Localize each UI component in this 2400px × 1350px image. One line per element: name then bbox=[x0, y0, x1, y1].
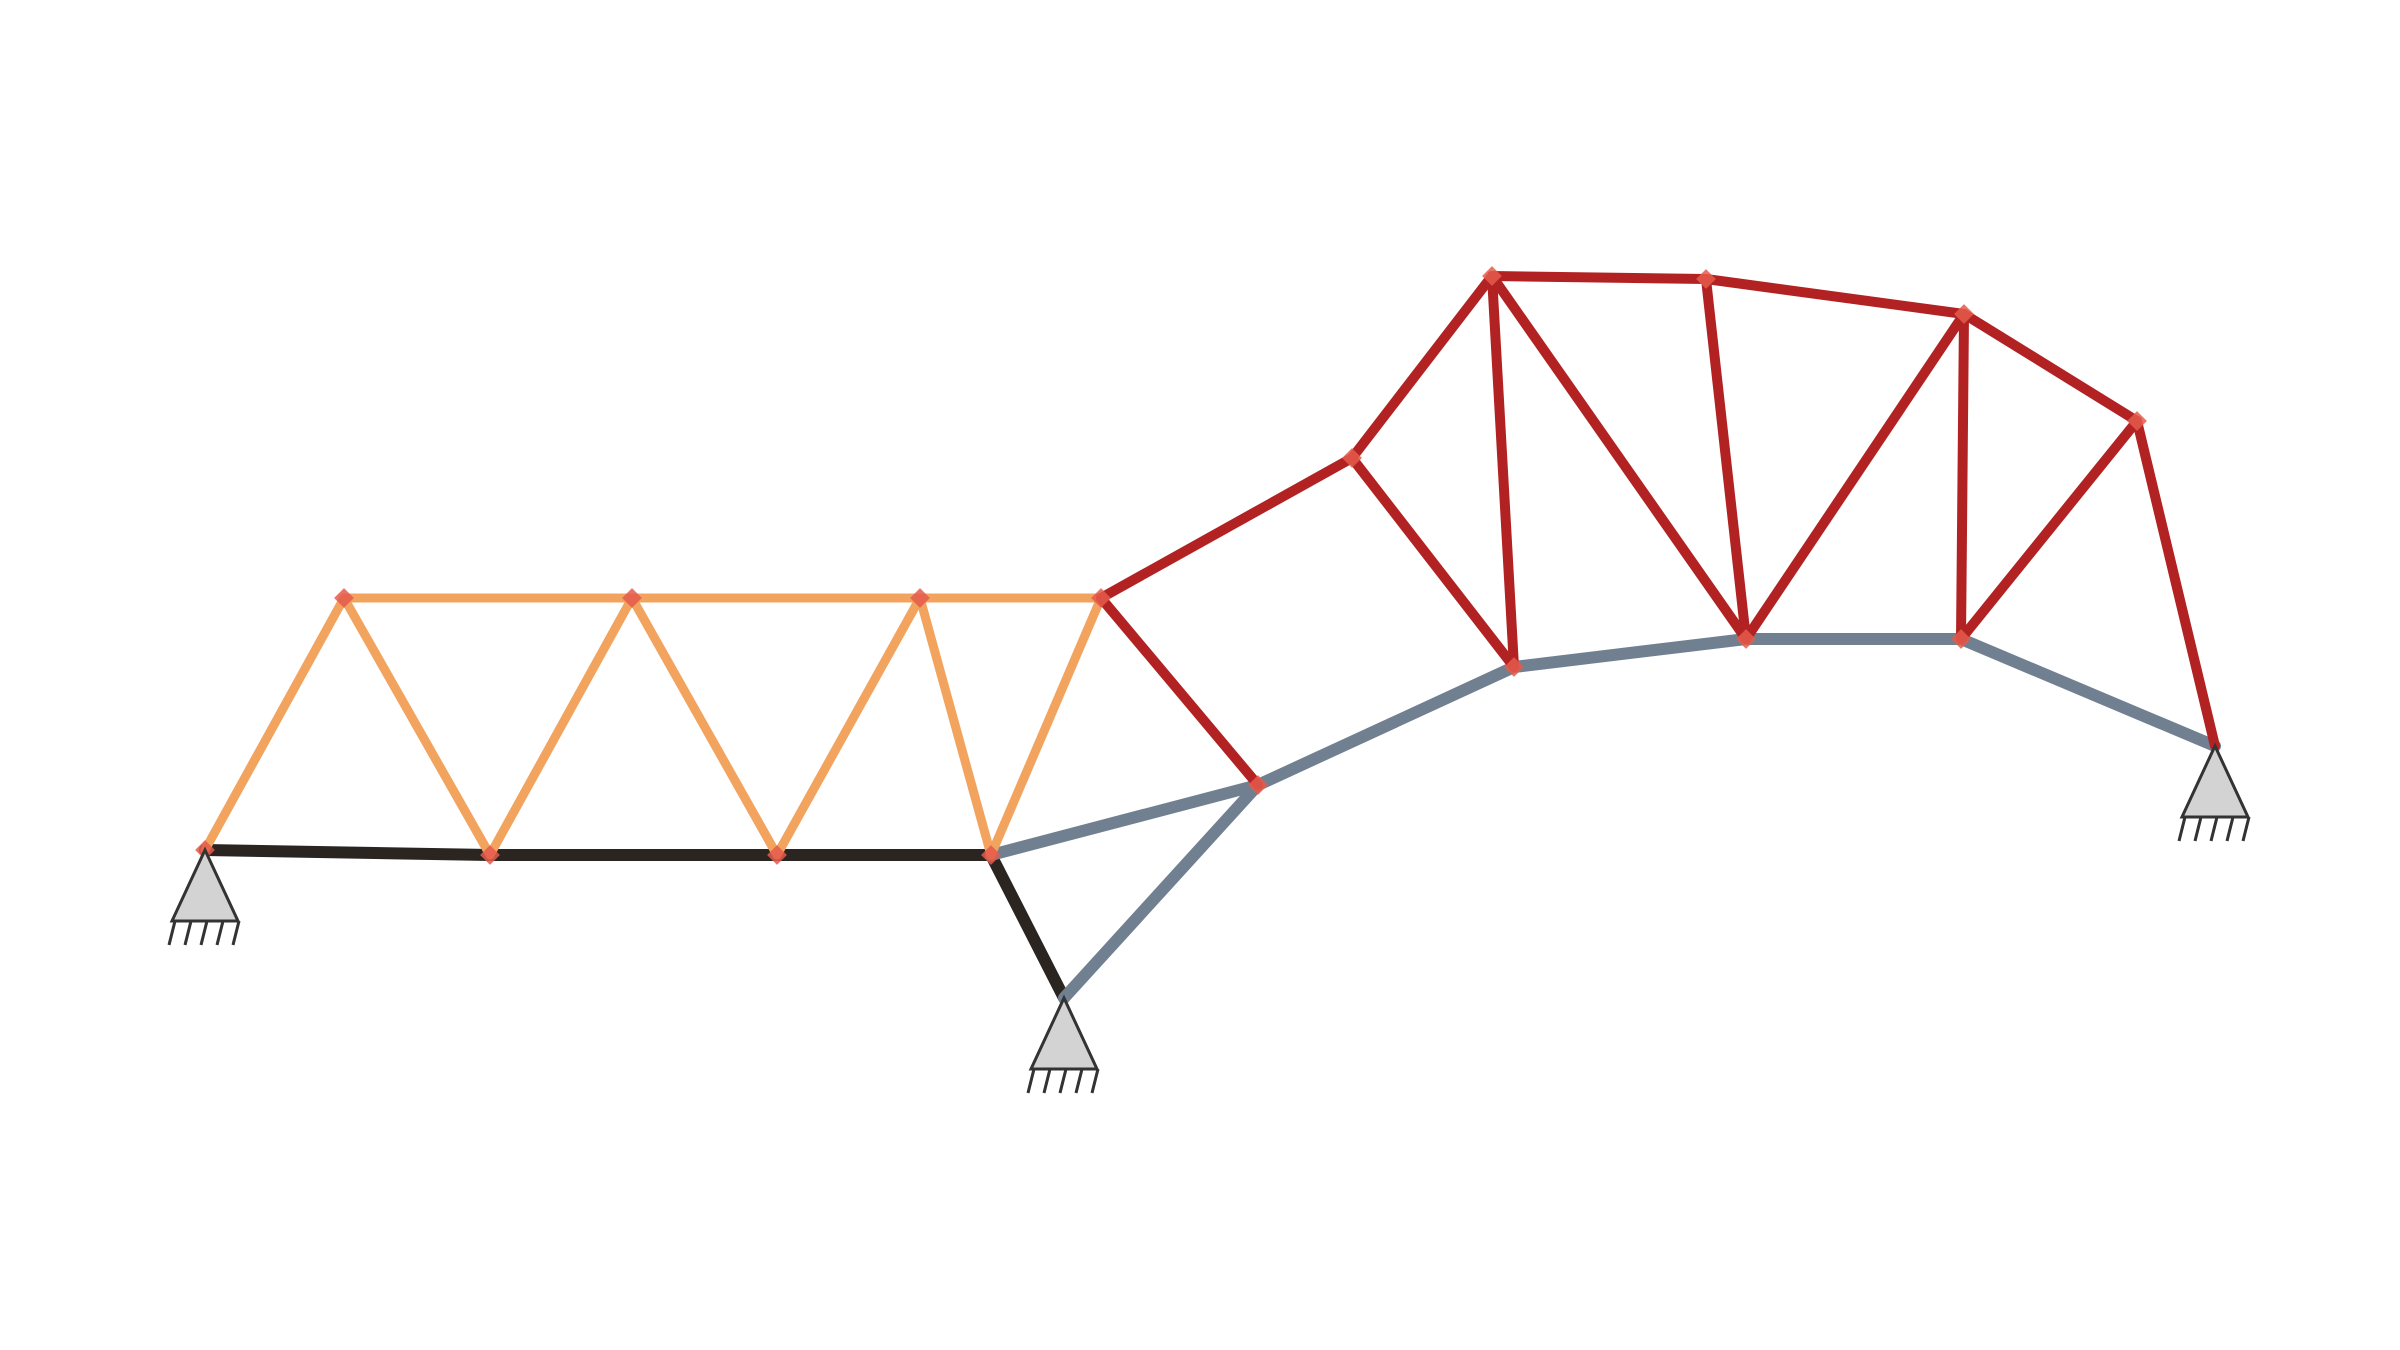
support-left-triangle bbox=[169, 846, 241, 923]
joint-marker-r5 bbox=[2127, 411, 2147, 431]
support-middle-hatch-4 bbox=[1074, 1068, 1084, 1094]
support-right-triangle bbox=[2179, 742, 2251, 819]
joint-marker-t3 bbox=[910, 588, 930, 608]
joint-marker-b1 bbox=[480, 845, 500, 865]
red-member-7 bbox=[1096, 593, 1263, 790]
joint-marker-t2 bbox=[622, 588, 642, 608]
orange-members-group bbox=[200, 593, 1106, 860]
red-member-10 bbox=[1487, 271, 1751, 644]
joint-marker-r4 bbox=[1954, 304, 1974, 324]
red-members-group bbox=[1096, 271, 2220, 790]
gray-member-3 bbox=[1252, 661, 1520, 791]
joint-marker-r2 bbox=[1482, 266, 1502, 286]
black-member-1 bbox=[199, 844, 496, 861]
support-middle-triangle bbox=[1028, 994, 1100, 1071]
support-right-hatch-2 bbox=[2193, 816, 2203, 842]
support-right-hatch-1 bbox=[2177, 816, 2187, 842]
support-middle-hatch-1 bbox=[1026, 1068, 1036, 1094]
support-left-hatch-2 bbox=[183, 920, 193, 946]
joint-marker-l1 bbox=[1504, 657, 1524, 677]
red-member-2 bbox=[1347, 271, 1497, 463]
support-right-hatch-4 bbox=[2225, 816, 2235, 842]
orange-member-2 bbox=[339, 593, 495, 860]
red-member-1 bbox=[1096, 453, 1357, 603]
gray-members-group bbox=[985, 633, 2221, 1004]
black-members-group bbox=[199, 844, 1070, 1004]
orange-member-3 bbox=[485, 593, 637, 860]
red-member-9 bbox=[1487, 271, 1519, 672]
support-left-hatch-1 bbox=[167, 920, 177, 946]
red-member-6 bbox=[2132, 416, 2220, 751]
red-member-12 bbox=[1741, 309, 1969, 644]
red-member-13 bbox=[1956, 309, 1969, 644]
red-member-4 bbox=[1701, 274, 1969, 319]
support-right-hatch-3 bbox=[2209, 816, 2219, 842]
support-left-hatch-4 bbox=[215, 920, 225, 946]
support-left-hatch-5 bbox=[231, 920, 241, 946]
support-middle bbox=[1026, 994, 1100, 1094]
joint-marker-t1 bbox=[334, 588, 354, 608]
orange-member-5 bbox=[772, 593, 925, 860]
support-middle-hatch-5 bbox=[1090, 1068, 1100, 1094]
support-left-hatch-3 bbox=[199, 920, 209, 946]
joint-marker-g1 bbox=[1248, 775, 1268, 795]
joint-marker-l2 bbox=[1736, 629, 1756, 649]
joint-marker-r3 bbox=[1696, 269, 1716, 289]
support-right bbox=[2177, 742, 2251, 842]
support-left bbox=[167, 846, 241, 946]
gray-member-4 bbox=[1508, 633, 1752, 673]
red-member-8 bbox=[1347, 453, 1519, 672]
orange-member-4 bbox=[627, 593, 782, 860]
support-right-hatch-5 bbox=[2241, 816, 2251, 842]
orange-member-6 bbox=[915, 593, 996, 860]
red-member-3 bbox=[1487, 271, 1711, 284]
red-member-5 bbox=[1959, 309, 2142, 426]
supports-group bbox=[167, 742, 2251, 1094]
red-member-14 bbox=[1956, 416, 2142, 644]
gray-member-2 bbox=[1058, 779, 1264, 1004]
gray-member-1 bbox=[985, 779, 1264, 861]
joint-marker-b2 bbox=[767, 845, 787, 865]
support-middle-hatch-2 bbox=[1042, 1068, 1052, 1094]
orange-member-1 bbox=[200, 593, 349, 855]
orange-member-7 bbox=[986, 593, 1106, 860]
support-middle-hatch-3 bbox=[1058, 1068, 1068, 1094]
black-member-4 bbox=[985, 849, 1070, 1004]
red-member-11 bbox=[1701, 274, 1751, 644]
joint-markers-group bbox=[195, 266, 2147, 865]
gray-member-6 bbox=[1955, 633, 2221, 752]
joint-marker-b3 bbox=[981, 845, 1001, 865]
joint-marker-t4 bbox=[1091, 588, 1111, 608]
joint-marker-l3 bbox=[1951, 629, 1971, 649]
joint-marker-r1 bbox=[1342, 448, 1362, 468]
